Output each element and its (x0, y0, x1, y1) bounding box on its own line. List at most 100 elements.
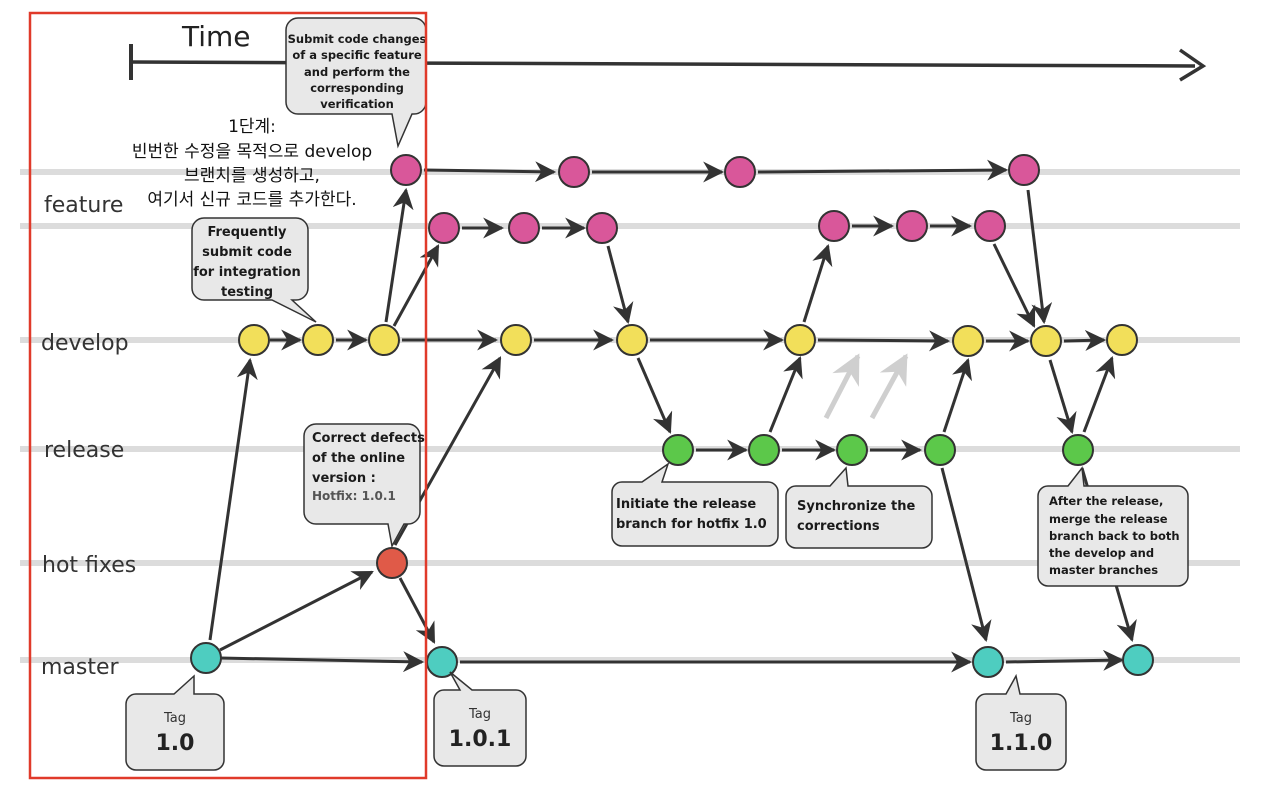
lane-label-master: master (41, 655, 120, 680)
tag-caption: Tag (468, 707, 491, 722)
edge-feature-to-develop-2 (992, 243, 1036, 328)
edge-develop-to-feature-2 (802, 243, 833, 323)
commit-release (1062, 434, 1094, 466)
edge-release-to-develop-2 (942, 358, 972, 433)
edge-master-3 (1005, 649, 1125, 671)
callout-correct-defects: Correct defects of the online version : … (303, 423, 425, 549)
callout-initiate-release: Initiate the release branch for hotfix 1… (611, 462, 779, 547)
edge-master-to-develop (208, 357, 258, 641)
edge-develop-6 (817, 330, 951, 352)
callout-line: Correct defects (312, 431, 425, 446)
step-note-line: 브랜치를 생성하고, (184, 166, 320, 186)
callout-line: testing (221, 285, 273, 300)
edge-hotfix-to-master (398, 577, 436, 644)
commit-develop (238, 324, 270, 356)
commit-release (836, 434, 868, 466)
lane-label-feature: feature (44, 193, 123, 218)
edge-release-to-develop (768, 356, 803, 433)
edges (208, 159, 1137, 673)
commit-feature (508, 212, 540, 244)
callout-line: merge the release (1049, 512, 1168, 526)
commit-release (748, 434, 780, 466)
commit-release (662, 434, 694, 466)
callout-sub-line: Hotfix: 1.0.1 (312, 489, 396, 503)
callout-line: version : (312, 471, 376, 486)
commit-feature (428, 212, 460, 244)
callout-line: master branches (1049, 563, 1158, 577)
edge-master-1 (219, 651, 425, 673)
callout-submit-feature: Submit code changes of a specific featur… (285, 17, 427, 149)
tag-caption: Tag (1009, 711, 1032, 726)
commit-develop (1106, 324, 1138, 356)
tag-caption: Tag (163, 711, 186, 726)
commit-feature (724, 156, 756, 188)
commit-feature (818, 210, 850, 242)
callout-frequent-submit: Frequently submit code for integration t… (191, 217, 317, 323)
callout-line: verification (320, 97, 394, 111)
lane-label-release: release (44, 438, 124, 463)
edge-release-to-develop-3 (1082, 356, 1116, 433)
commit-feature (390, 154, 422, 186)
tag-1-1-0: Tag 1.1.0 (975, 673, 1067, 771)
edge-feature-top-1 (423, 161, 557, 183)
commit-master (972, 646, 1004, 678)
commit-develop (616, 324, 648, 356)
commit-feature (974, 210, 1006, 242)
ghost-arrow-2 (869, 353, 909, 420)
commit-feature (558, 156, 590, 188)
highlight-frame (28, 11, 428, 780)
edge-feature-to-develop (606, 245, 634, 325)
commit-feature (1008, 154, 1040, 186)
commit-master (1122, 644, 1154, 676)
callout-line: branch back to both (1049, 529, 1180, 543)
callout-synchronize: Synchronize the corrections (785, 466, 933, 549)
step-note: 1단계: 빈번한 수정을 목적으로 develop 브랜치를 생성하고, 여기서… (132, 117, 372, 210)
commit-develop (368, 324, 400, 356)
tag-version: 1.0.1 (449, 727, 512, 752)
commit-feature (586, 212, 618, 244)
tag-bubble (975, 673, 1067, 771)
edge-feature-top-to-develop (1026, 189, 1053, 325)
commit-develop (784, 324, 816, 356)
edge-develop-to-release-2 (1048, 359, 1077, 435)
commit-feature (896, 210, 928, 242)
callout-line: Frequently (207, 225, 287, 240)
step-note-line: 빈번한 수정을 목적으로 develop (132, 142, 372, 162)
tag-1-0: Tag 1.0 (125, 674, 225, 771)
callout-line: Initiate the release (616, 497, 756, 512)
tag-bubble (125, 674, 225, 771)
callout-after-release: After the release, merge the release bra… (1037, 466, 1189, 587)
edge-release-to-master (940, 467, 992, 643)
edge-develop-to-release (636, 357, 673, 434)
step-note-line: 여기서 신규 코드를 추가한다. (147, 190, 356, 210)
commit-master (190, 642, 222, 674)
time-axis-arrowhead (1179, 48, 1207, 82)
callout-line: the develop and (1049, 546, 1154, 560)
tag-version: 1.0 (156, 731, 195, 756)
tag-version: 1.1.0 (990, 731, 1053, 756)
commit-develop (302, 324, 334, 356)
callout-line: Submit code changes (288, 32, 427, 46)
lane-label-develop: develop (41, 331, 129, 356)
tag-bubble (433, 671, 527, 767)
callout-bubble (191, 217, 317, 323)
step-note-line: 1단계: (228, 117, 276, 137)
commit-release (924, 434, 956, 466)
tag-1-0-1: Tag 1.0.1 (433, 671, 527, 767)
edge-develop-to-feature (392, 244, 440, 327)
callout-line: of the online (312, 451, 405, 466)
edge-develop-8 (1063, 329, 1107, 351)
time-label: Time (181, 20, 251, 53)
lane-label-hotfix: hot fixes (42, 553, 136, 578)
callout-line: corresponding (310, 81, 404, 95)
edge-feature-top-3 (757, 159, 1009, 181)
callout-line: After the release, (1049, 494, 1163, 508)
commit-hotfix (376, 547, 408, 579)
callout-bubble (303, 423, 421, 549)
ghost-arrow-1 (823, 353, 861, 420)
commit-nodes (190, 154, 1154, 678)
callout-line: of a specific feature (292, 48, 422, 62)
commit-master (426, 646, 458, 678)
callout-line: for integration (193, 265, 301, 280)
commit-develop (1030, 325, 1062, 357)
